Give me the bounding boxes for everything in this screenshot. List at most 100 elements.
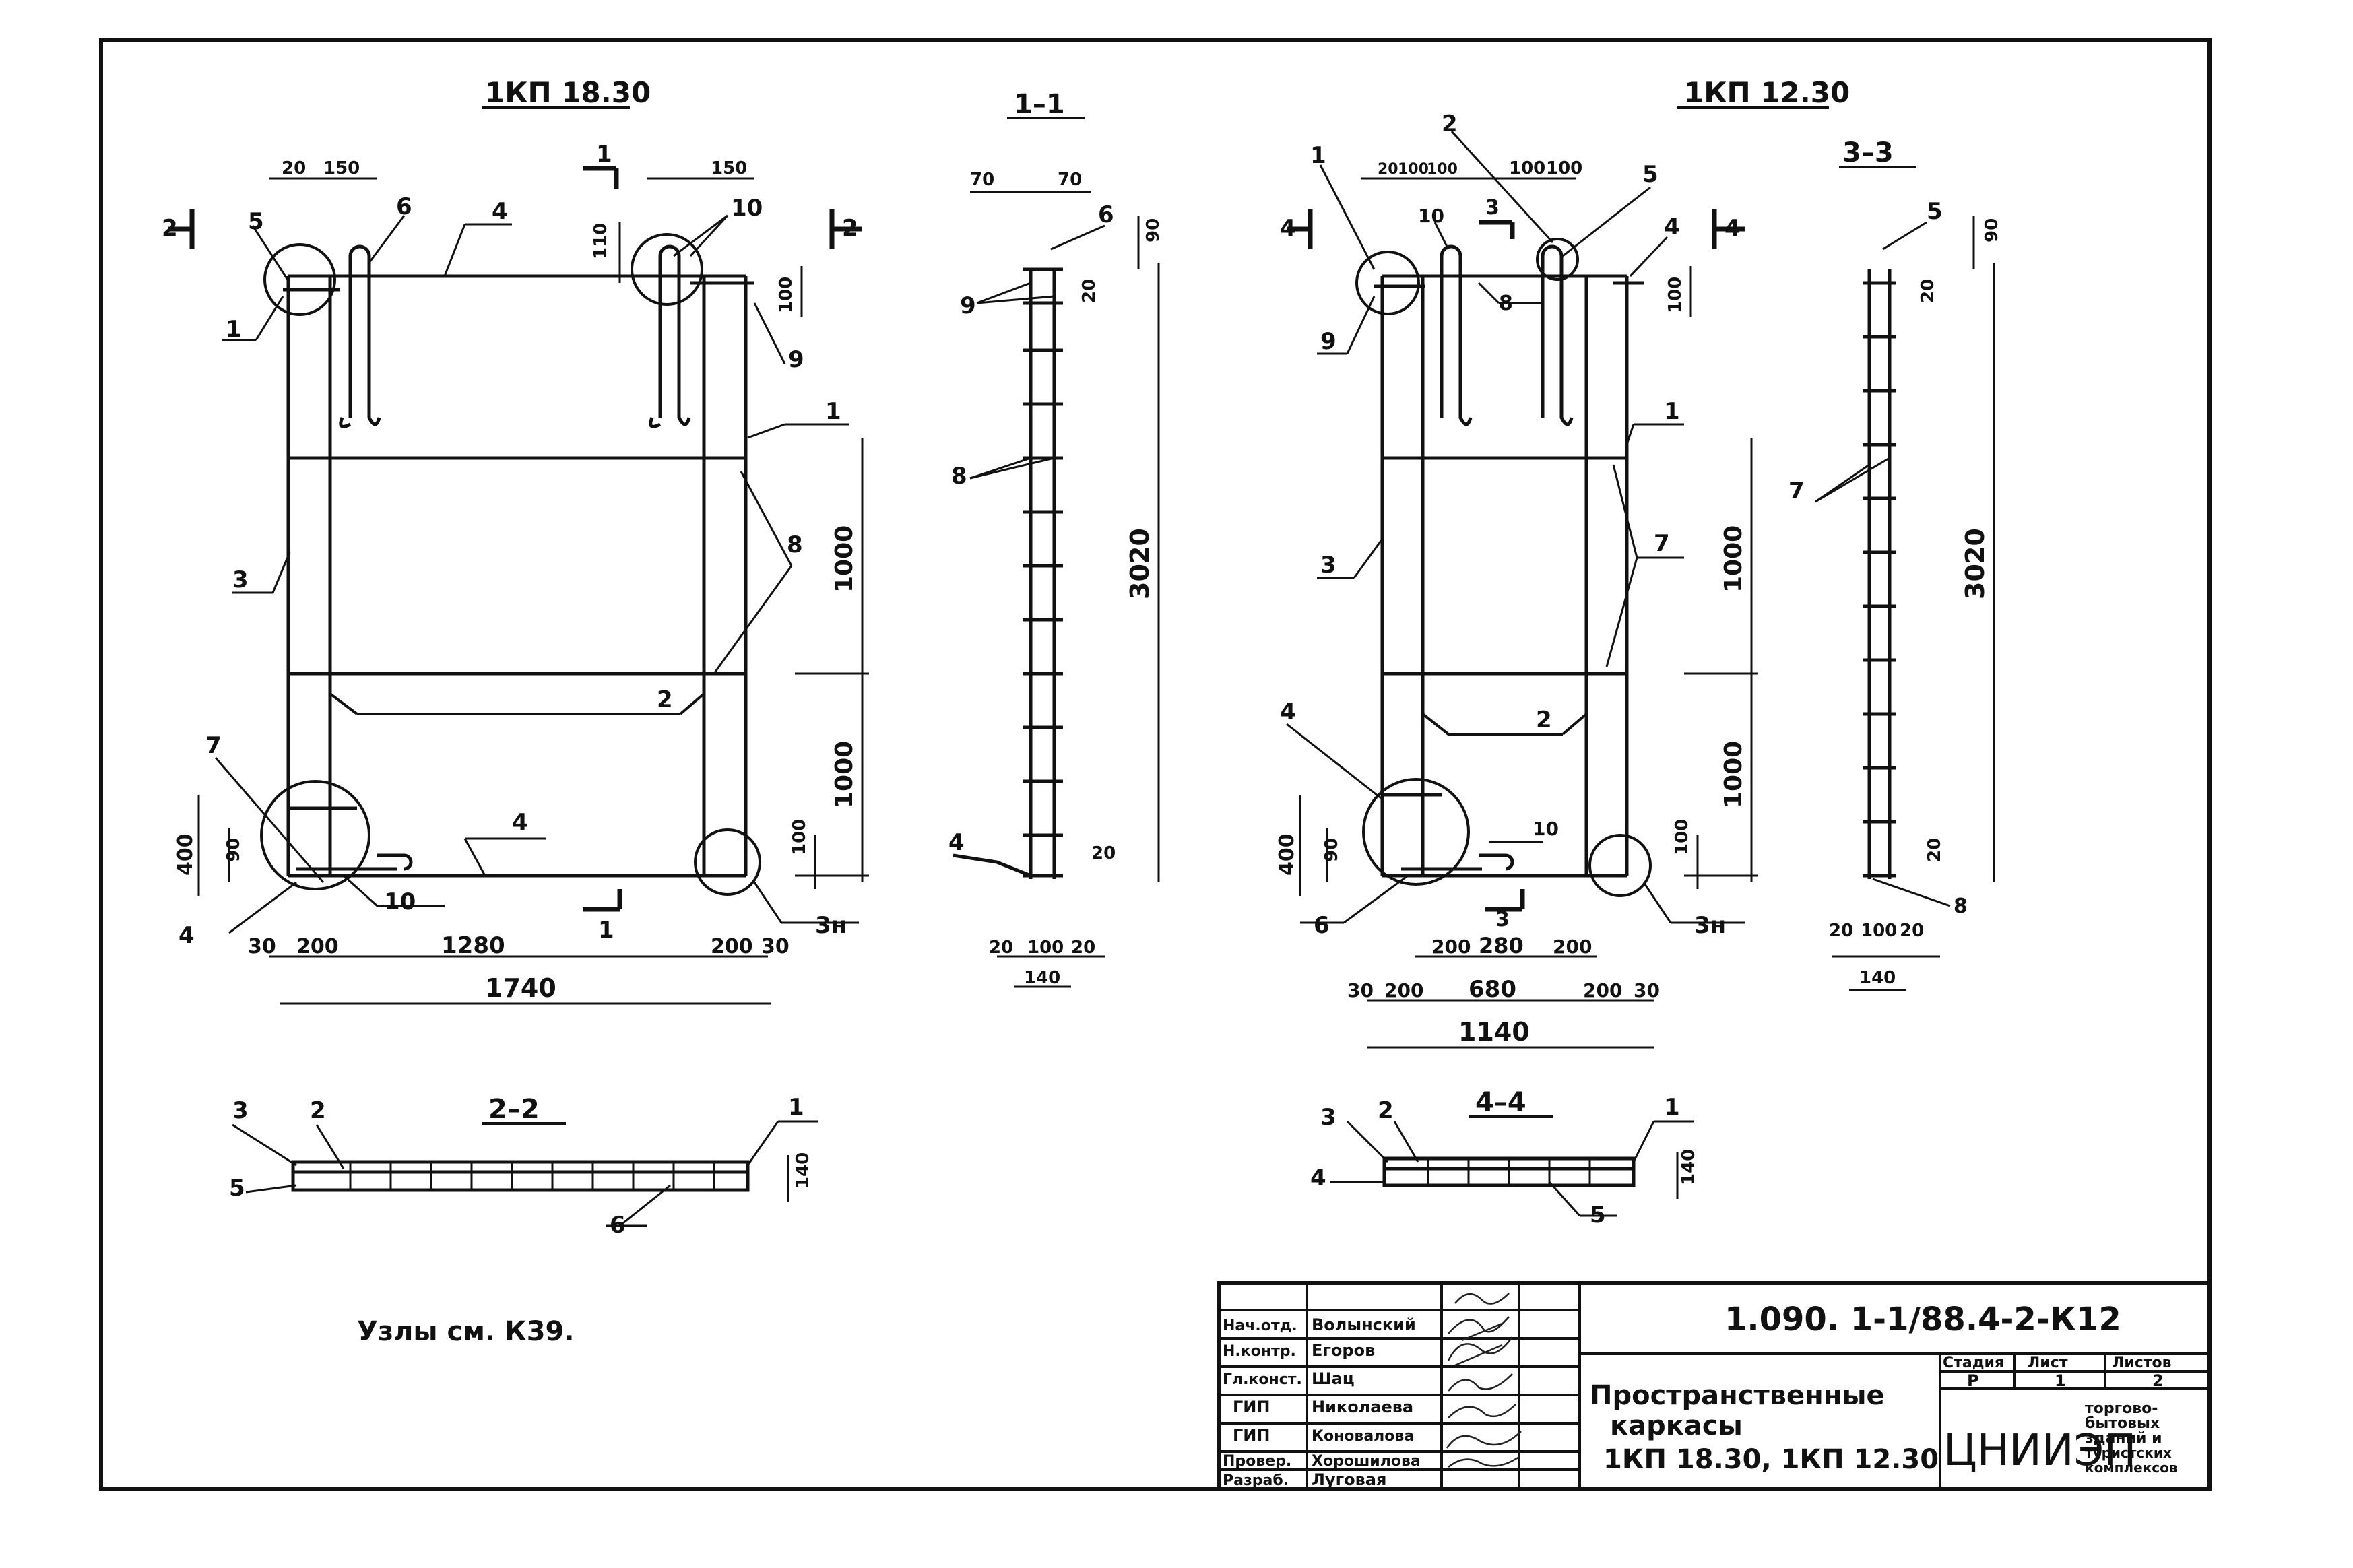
- dim-140-s22: 140: [793, 1152, 813, 1189]
- org-line-4: туристских: [2085, 1445, 2172, 1461]
- org-line-2: бытовых: [2085, 1415, 2160, 1432]
- label-8: 8: [787, 531, 803, 558]
- dim-100-top: 100: [776, 277, 796, 313]
- dim-100-bottom: 100: [789, 819, 810, 855]
- org-logo: ЦНИИЭП: [1943, 1426, 2136, 1476]
- dim-100a-r: 100: [1398, 161, 1429, 178]
- cut-mark-1-bottom: 1: [598, 917, 614, 944]
- dim-1000b-r: 1000: [1720, 741, 1747, 808]
- label-2-s22: 2: [310, 1097, 326, 1124]
- title-line-3: 1КП 18.30, 1КП 12.30: [1603, 1444, 1939, 1475]
- dim-20: 20: [282, 158, 306, 178]
- view-1kp-18-30: 1КП 18.30: [162, 76, 869, 1005]
- role-2: Гл.конст.: [1223, 1371, 1302, 1388]
- label-4-s11: 4: [948, 829, 965, 856]
- label-10b: 10: [384, 888, 416, 915]
- label-4: 4: [492, 198, 508, 225]
- label-1b-r: 1: [1664, 398, 1680, 425]
- dim-200b: 200: [711, 935, 753, 958]
- org-line-5: комплексов: [2085, 1460, 2178, 1476]
- dim-100b-r: 100: [1427, 161, 1458, 178]
- label-5: 5: [248, 208, 264, 235]
- label-10: 10: [731, 195, 763, 222]
- node-circle-br: [694, 828, 761, 896]
- title-1kp-12-30: 1КП 12.30: [1684, 76, 1850, 109]
- label-8-s33: 8: [1954, 894, 1968, 918]
- cut-mark-3-top: 3: [1485, 196, 1500, 220]
- node-circle-bl-r: [1362, 778, 1470, 886]
- node-circle-tl-r: [1355, 251, 1420, 315]
- label-9-r: 9: [1320, 328, 1336, 355]
- label-1b: 1: [825, 398, 841, 425]
- view-1kp-12-30: 1КП 12.30 1 2 5 10 4 8 9 1 7 3 2 4: [1275, 76, 1850, 1049]
- label-10b-r: 10: [1533, 818, 1559, 840]
- dim-70b: 70: [1058, 170, 1082, 190]
- title-section-1-1: 1–1: [1014, 89, 1065, 120]
- dim-100-bottom-s33: 100: [1861, 921, 1897, 941]
- title-line-1: Пространственные: [1590, 1380, 1885, 1411]
- dim-680: 680: [1469, 976, 1516, 1003]
- role-3: ГИП: [1233, 1398, 1270, 1416]
- label-6: 6: [396, 193, 412, 220]
- dim-100d-r: 100: [1546, 158, 1582, 178]
- label-3: 3: [232, 566, 249, 593]
- dim-400-r: 400: [1275, 833, 1299, 876]
- dim-1000b: 1000: [831, 741, 858, 808]
- role-0: Нач.отд.: [1223, 1317, 1297, 1334]
- section-2-2: 2–2 3 2 5 6 1 140: [229, 1094, 818, 1239]
- note-nodes-ref: Узлы см. К39.: [357, 1316, 575, 1347]
- dim-1740: 1740: [485, 973, 556, 1003]
- name-0: Волынский: [1312, 1315, 1416, 1334]
- label-8-r: 8: [1499, 292, 1513, 315]
- dim-200-inner-a: 200: [1431, 936, 1471, 958]
- dim-20b-s11: 20: [1091, 843, 1116, 863]
- section-4-4: 4–4 3 2 4 5 1 140: [1310, 1087, 1699, 1229]
- dim-20b-s33: 20: [1925, 838, 1945, 862]
- dim-30a-r: 30: [1347, 979, 1374, 1002]
- dim-20c-bottom-s11: 20: [1071, 938, 1095, 958]
- sheet-header: Лист: [2028, 1354, 2068, 1371]
- dim-20c-bottom-s33: 20: [1900, 921, 1924, 941]
- title-block: Нач.отд. Волынский Н.контр. Егоров Гл.ко…: [1217, 1281, 2212, 1491]
- document-code: 1.090. 1-1/88.4-2-К12: [1725, 1301, 2121, 1338]
- dim-200a-r: 200: [1384, 979, 1423, 1002]
- label-1-s22: 1: [788, 1094, 804, 1121]
- label-2-r: 2: [1442, 110, 1458, 137]
- label-4b: 4: [179, 922, 195, 949]
- label-5-r: 5: [1642, 161, 1658, 188]
- label-4-r: 4: [1664, 214, 1680, 240]
- label-5-s33: 5: [1927, 198, 1943, 225]
- cut-mark-4-right: 4: [1725, 215, 1741, 242]
- cut-mark-2-left: 2: [162, 215, 178, 242]
- column-left: [286, 276, 332, 876]
- label-4-s44: 4: [1310, 1165, 1326, 1191]
- stage-header: Стадия: [1943, 1354, 2004, 1371]
- label-6-s22: 6: [610, 1212, 626, 1239]
- cut-mark-4-left: 4: [1280, 215, 1296, 242]
- label-2: 2: [657, 686, 673, 713]
- name-5: Хорошилова: [1312, 1453, 1421, 1470]
- label-3n: 3н: [815, 912, 847, 939]
- label-4b-r: 4: [1280, 698, 1296, 725]
- dim-400: 400: [174, 833, 197, 876]
- label-4c: 4: [512, 809, 528, 836]
- sheet-value: 1: [2055, 1371, 2066, 1390]
- node-circle-br-r: [1588, 834, 1652, 897]
- sheet-frame: [99, 38, 2212, 1491]
- name-6: Луговая: [1312, 1470, 1386, 1489]
- dim-110: 110: [591, 223, 611, 259]
- role-5: Провер.: [1223, 1453, 1291, 1470]
- dim-1000a-r: 1000: [1720, 525, 1747, 593]
- node-circle-tr-r: [1536, 238, 1579, 281]
- cut-mark-2-right: 2: [842, 215, 858, 242]
- title-1kp-18-30: 1КП 18.30: [485, 76, 651, 109]
- dim-100-bottom-r: 100: [1672, 819, 1692, 855]
- dim-100-bottom-s11: 100: [1027, 938, 1064, 958]
- role-1: Н.контр.: [1223, 1343, 1296, 1360]
- title-section-4-4: 4–4: [1475, 1087, 1526, 1118]
- node-circle-tr: [631, 233, 703, 306]
- label-3-s44: 3: [1320, 1104, 1336, 1131]
- stage-value: Р: [1967, 1371, 1979, 1390]
- section-3-3: 3–3 5 90 20 3020 7 20 8 20 100 20 140: [1788, 137, 2002, 991]
- label-5-s44: 5: [1590, 1202, 1606, 1229]
